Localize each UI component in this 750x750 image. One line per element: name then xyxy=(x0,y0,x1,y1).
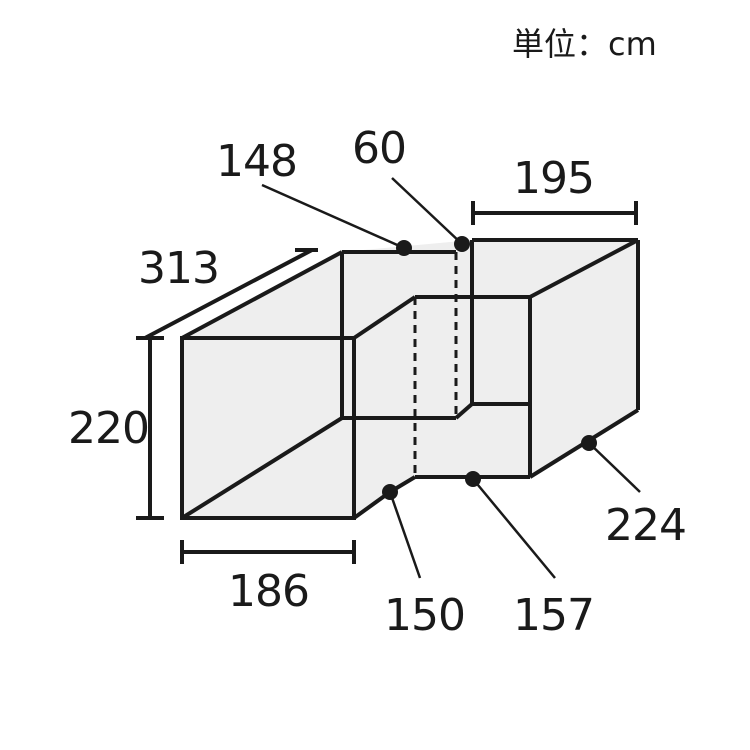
label-224: 224 xyxy=(605,500,686,551)
dot-150 xyxy=(382,484,398,500)
label-220: 220 xyxy=(68,403,149,454)
dot-224 xyxy=(581,435,597,451)
edge-back-step xyxy=(454,402,474,420)
left-front-face xyxy=(180,336,356,520)
dimension-lines xyxy=(136,201,638,564)
leader-lines xyxy=(261,177,641,579)
leader-dots xyxy=(382,236,597,500)
leader-148 xyxy=(261,183,405,250)
unit-label: 単位：cm xyxy=(512,25,657,63)
label-195: 195 xyxy=(513,153,594,204)
edge-bottom-diagonal-left xyxy=(180,416,344,520)
edge-right-top-diagonal xyxy=(529,238,639,299)
leader-60 xyxy=(391,177,463,245)
edge-step-diagonal xyxy=(352,295,417,340)
label-150: 150 xyxy=(384,590,465,641)
leader-224 xyxy=(588,442,641,493)
label-313: 313 xyxy=(138,243,219,294)
hidden-lines xyxy=(413,252,458,477)
label-157: 157 xyxy=(513,590,594,641)
edge-top-left xyxy=(181,250,343,340)
leader-157 xyxy=(472,478,556,579)
dim-line-313 xyxy=(144,248,313,340)
dot-157 xyxy=(465,471,481,487)
dot-60 xyxy=(454,236,470,252)
label-186: 186 xyxy=(228,566,309,617)
dot-148 xyxy=(396,240,412,256)
label-60: 60 xyxy=(352,123,406,174)
label-148: 148 xyxy=(216,136,297,187)
leader-150 xyxy=(388,491,422,579)
